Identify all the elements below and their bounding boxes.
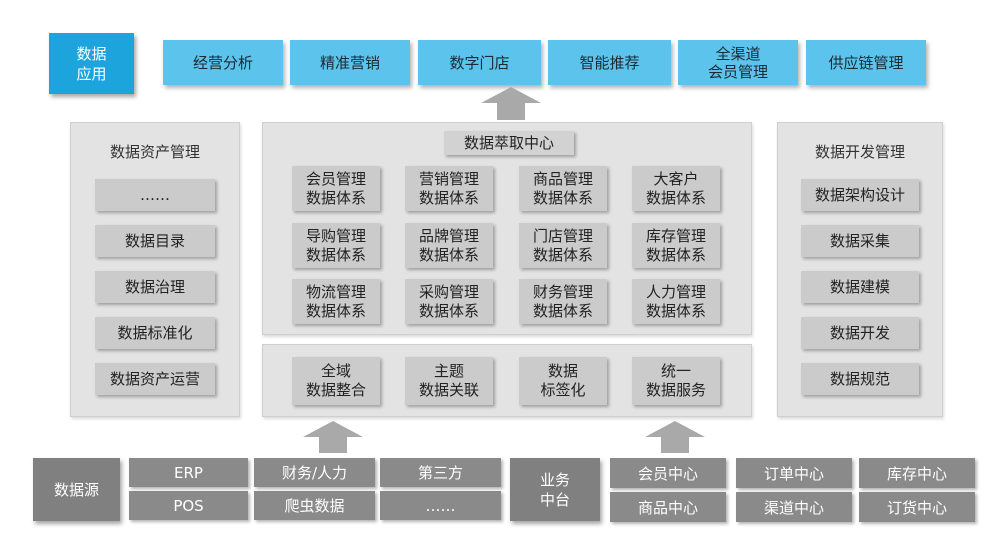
center-inventory[interactable]: 库存中心 xyxy=(859,458,975,488)
app-item-digital-store[interactable]: 数字门店 xyxy=(418,40,541,85)
center-order[interactable]: 订单中心 xyxy=(736,458,852,488)
app-item-omnichannel-member[interactable]: 全渠道 会员管理 xyxy=(678,40,798,85)
center-product[interactable]: 商品中心 xyxy=(610,492,726,522)
data-source-label: 数据源 xyxy=(33,458,120,521)
dev-item-development[interactable]: 数据开发 xyxy=(801,317,919,349)
arrow-up-from-sources-left xyxy=(303,421,363,453)
system-key-account[interactable]: 大客户 数据体系 xyxy=(632,166,720,211)
system-marketing[interactable]: 营销管理 数据体系 xyxy=(405,166,493,211)
integration-tagging[interactable]: 数据 标签化 xyxy=(519,357,607,405)
extract-center-panel: 数据萃取中心 会员管理 数据体系 营销管理 数据体系 商品管理 数据体系 大客户… xyxy=(262,122,752,335)
integration-service[interactable]: 统一 数据服务 xyxy=(632,357,720,405)
asset-management-panel: 数据资产管理 …… 数据目录 数据治理 数据标准化 数据资产运营 xyxy=(70,122,240,417)
dev-item-modeling[interactable]: 数据建模 xyxy=(801,271,919,303)
arrow-up-to-apps xyxy=(481,87,541,120)
business-platform-label: 业务 中台 xyxy=(510,458,600,521)
system-inventory[interactable]: 库存管理 数据体系 xyxy=(632,223,720,268)
dev-item-collection[interactable]: 数据采集 xyxy=(801,225,919,257)
app-item-business-analysis[interactable]: 经营分析 xyxy=(163,40,283,85)
asset-item-operations[interactable]: 数据资产运营 xyxy=(95,363,215,395)
system-procurement[interactable]: 采购管理 数据体系 xyxy=(405,279,493,324)
source-pos[interactable]: POS xyxy=(129,491,248,520)
center-member[interactable]: 会员中心 xyxy=(610,458,726,488)
source-finance-hr[interactable]: 财务/人力 xyxy=(254,458,375,487)
asset-management-title: 数据资产管理 xyxy=(109,142,200,161)
center-channel[interactable]: 渠道中心 xyxy=(736,492,852,522)
asset-item-governance[interactable]: 数据治理 xyxy=(95,271,215,303)
dev-item-standards[interactable]: 数据规范 xyxy=(801,363,919,395)
system-logistics[interactable]: 物流管理 数据体系 xyxy=(292,279,380,324)
system-finance[interactable]: 财务管理 数据体系 xyxy=(519,279,607,324)
source-erp[interactable]: ERP xyxy=(129,458,248,487)
asset-item-standardization[interactable]: 数据标准化 xyxy=(95,317,215,349)
system-hr[interactable]: 人力管理 数据体系 xyxy=(632,279,720,324)
extract-center-title: 数据萃取中心 xyxy=(444,131,574,155)
system-brand[interactable]: 品牌管理 数据体系 xyxy=(405,223,493,268)
source-crawler[interactable]: 爬虫数据 xyxy=(254,491,375,520)
asset-item-catalog[interactable]: 数据目录 xyxy=(95,225,215,257)
dev-management-panel: 数据开发管理 数据架构设计 数据采集 数据建模 数据开发 数据规范 xyxy=(777,122,943,417)
system-store[interactable]: 门店管理 数据体系 xyxy=(519,223,607,268)
dev-management-title: 数据开发管理 xyxy=(814,142,905,161)
system-product[interactable]: 商品管理 数据体系 xyxy=(519,166,607,211)
integration-topic[interactable]: 主题 数据关联 xyxy=(405,357,493,405)
asset-item-etc[interactable]: …… xyxy=(95,179,215,211)
dev-item-architecture[interactable]: 数据架构设计 xyxy=(801,179,919,211)
source-third-party[interactable]: 第三方 xyxy=(380,458,501,487)
app-item-smart-recommendation[interactable]: 智能推荐 xyxy=(548,40,671,85)
app-item-supply-chain[interactable]: 供应链管理 xyxy=(806,40,926,85)
app-item-precision-marketing[interactable]: 精准营销 xyxy=(290,40,410,85)
center-ordering[interactable]: 订货中心 xyxy=(859,492,975,522)
integration-panel: 全域 数据整合 主题 数据关联 数据 标签化 统一 数据服务 xyxy=(262,344,752,417)
arrow-up-from-sources-right xyxy=(645,421,705,453)
source-etc[interactable]: …… xyxy=(380,491,501,520)
system-guide[interactable]: 导购管理 数据体系 xyxy=(292,223,380,268)
integration-global[interactable]: 全域 数据整合 xyxy=(292,357,380,405)
app-layer-label: 数据 应用 xyxy=(49,33,134,94)
system-member[interactable]: 会员管理 数据体系 xyxy=(292,166,380,211)
